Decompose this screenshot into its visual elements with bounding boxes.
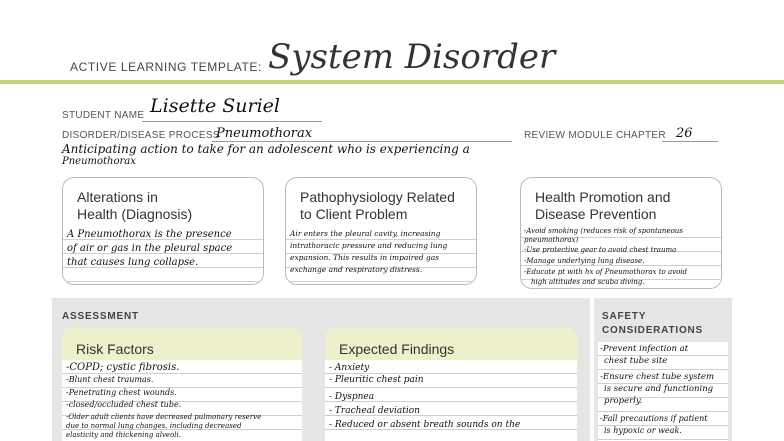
rf-line-6: due to normal lung changes, including de… xyxy=(66,422,242,430)
safety-label-2: CONSIDERATIONS xyxy=(602,325,704,336)
header-divider xyxy=(0,80,784,84)
prompt-line-1: Anticipating action to take for an adole… xyxy=(62,142,470,156)
ef-line-3: - Dyspnea xyxy=(329,392,375,402)
safety-line-7: is hypoxic or weak. xyxy=(604,426,682,435)
alterations-title-1: Alterations in xyxy=(77,189,158,205)
hp-line-4: -Manage underlying lung disease. xyxy=(524,257,645,265)
health-promotion-title-2: Disease Prevention xyxy=(535,206,657,222)
safety-label-1: SAFETY xyxy=(602,311,647,322)
safety-line-2: chest tube site xyxy=(604,356,668,366)
review-chapter-label: REVIEW MODULE CHAPTER xyxy=(524,130,666,141)
rf-line-3: -Penetrating chest wounds. xyxy=(66,388,177,397)
page-title: System Disorder xyxy=(268,37,556,77)
hp-line-5: -Educate pt with hx of Pneumothorax to a… xyxy=(524,268,688,276)
ef-line-5: - Reduced or absent breath sounds on the xyxy=(329,420,521,430)
top-margin xyxy=(0,0,784,20)
rf-line-2: -Blunt chest traumas. xyxy=(66,375,154,384)
student-name-value[interactable]: Lisette Suriel xyxy=(150,95,280,117)
assessment-label: ASSESSMENT xyxy=(62,311,139,322)
hp-line-3: -Use protective gear to avoid chest trau… xyxy=(524,246,677,254)
safety-line-4: is secure and functioning xyxy=(604,384,714,394)
ef-line-1: - Anxiety xyxy=(329,363,370,373)
disorder-label: DISORDER/DISEASE PROCESS xyxy=(62,130,220,141)
review-chapter-line xyxy=(662,141,718,142)
expected-findings-header xyxy=(325,328,577,360)
alterations-line-2: of air or gas in the pleural space xyxy=(67,243,233,254)
safety-line-6: -Fall precautions if patient xyxy=(600,414,708,423)
ef-line-2: - Pleuritic chest pain xyxy=(329,375,424,385)
risk-factors-box: Risk Factors -COPD; cystic fibrosis. -Bl… xyxy=(62,328,302,441)
rf-line-4: -closed/occluded chest tube. xyxy=(66,400,182,409)
pathophysiology-title-2: to Client Problem xyxy=(300,206,408,222)
safety-line-1: -Prevent infection at xyxy=(600,344,689,354)
expected-findings-title: Expected Findings xyxy=(339,341,455,357)
hp-line-2: pneumothorax) xyxy=(524,236,579,244)
prompt-line-2: Pneumothorax xyxy=(62,156,136,167)
alterations-line-3: that causes lung collapse. xyxy=(67,257,199,268)
disorder-line xyxy=(212,141,512,142)
rf-line-5: -Older adult clients have decreased pulm… xyxy=(66,413,262,421)
template-label: ACTIVE LEARNING TEMPLATE: xyxy=(70,60,262,74)
health-promotion-box: Health Promotion and Disease Prevention … xyxy=(520,177,722,289)
student-name-line xyxy=(142,121,322,122)
ef-line-4: - Tracheal deviation xyxy=(329,406,420,416)
patho-line-4: exchange and respiratory distress. xyxy=(290,265,423,274)
alterations-box: Alterations in Health (Diagnosis) A Pneu… xyxy=(62,177,264,285)
rf-line-7: elasticity and thickening alveoli. xyxy=(66,431,181,439)
risk-factors-writing-area[interactable]: -COPD; cystic fibrosis. -Blunt chest tra… xyxy=(62,360,302,441)
health-promotion-title-1: Health Promotion and xyxy=(535,189,671,205)
health-promotion-writing-area[interactable]: -Avoid smoking (reduces risk of spontane… xyxy=(521,224,721,288)
expected-findings-box: Expected Findings - Anxiety - Pleuritic … xyxy=(325,328,577,441)
review-chapter-value[interactable]: 26 xyxy=(676,126,693,141)
patho-line-3: expansion. This results in impaired gas xyxy=(290,253,440,262)
safety-section: SAFETY CONSIDERATIONS -Prevent infection… xyxy=(594,298,732,441)
safety-line-3: -Ensure chest tube system xyxy=(600,372,715,382)
alterations-line-1: A Pneumothorax is the presence xyxy=(67,229,232,240)
pathophysiology-box: Pathophysiology Related to Client Proble… xyxy=(285,177,477,285)
risk-factors-title: Risk Factors xyxy=(76,341,154,357)
hp-line-6: high altitudes and scuba diving. xyxy=(531,278,645,286)
assessment-section: ASSESSMENT Risk Factors -COPD; cystic fi… xyxy=(52,298,590,441)
alterations-writing-area[interactable]: A Pneumothorax is the presence of air or… xyxy=(63,226,263,284)
patho-line-1: Air enters the pleural cavity, increasin… xyxy=(290,229,441,238)
rf-line-1: -COPD; cystic fibrosis. xyxy=(66,362,180,373)
student-name-label: STUDENT NAME xyxy=(62,110,145,121)
patho-line-2: intrathoracic pressure and reducing lung xyxy=(290,241,448,250)
alterations-title-2: Health (Diagnosis) xyxy=(77,206,193,222)
hp-line-1: -Avoid smoking (reduces risk of spontane… xyxy=(524,227,683,235)
disorder-value[interactable]: Pneumothorax xyxy=(216,126,313,141)
safety-writing-area[interactable]: -Prevent infection at chest tube site -E… xyxy=(598,342,728,441)
expected-findings-writing-area[interactable]: - Anxiety - Pleuritic chest pain - Dyspn… xyxy=(325,360,577,441)
pathophysiology-title-1: Pathophysiology Related xyxy=(300,189,455,205)
safety-line-5: properly. xyxy=(604,396,643,406)
pathophysiology-writing-area[interactable]: Air enters the pleural cavity, increasin… xyxy=(286,226,476,284)
risk-factors-header xyxy=(62,328,302,360)
